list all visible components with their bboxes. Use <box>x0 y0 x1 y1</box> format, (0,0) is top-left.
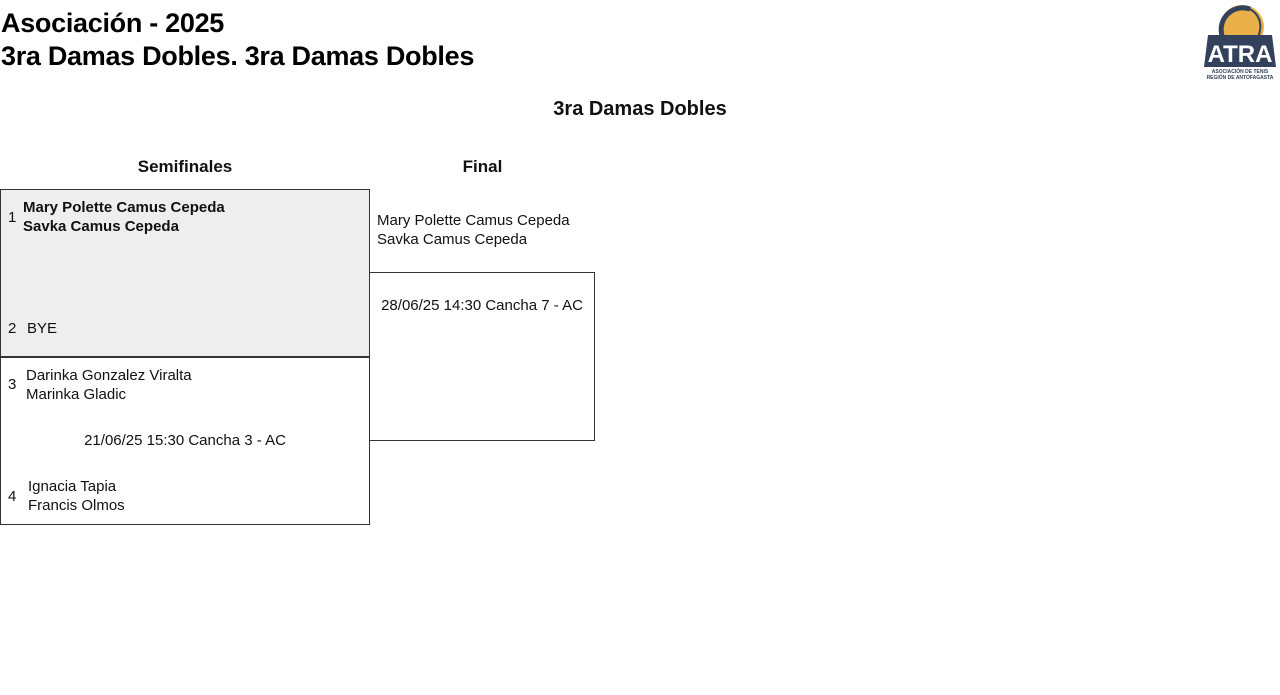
player-name: Ignacia Tapia <box>28 478 117 495</box>
match-schedule: 28/06/25 14:30 Cancha 7 - AC <box>381 297 583 314</box>
team-name: Darinka Gonzalez Viralta Marinka Gladic <box>26 366 192 404</box>
match-final <box>369 272 595 441</box>
atra-logo: ATRA ASOCIACIÓN DE TENIS REGIÓN DE ANTOF… <box>1202 1 1278 81</box>
team-name: BYE <box>27 320 58 337</box>
draw-title: 3ra Damas Dobles <box>553 98 727 120</box>
player-name: Mary Polette Camus Cepeda <box>377 212 570 229</box>
page-subtitle: 3ra Damas Dobles. 3ra Damas Dobles <box>1 41 475 71</box>
seed-number: 3 <box>8 376 17 393</box>
round-header-final: Final <box>462 157 503 176</box>
svg-text:REGIÓN DE ANTOFAGASTA: REGIÓN DE ANTOFAGASTA <box>1207 73 1274 81</box>
player-name: Mary Polette Camus Cepeda <box>23 199 225 216</box>
player-name: Savka Camus Cepeda <box>23 218 179 235</box>
match-schedule: 21/06/25 15:30 Cancha 3 - AC <box>84 432 286 449</box>
final-team-name: Mary Polette Camus Cepeda Savka Camus Ce… <box>377 211 570 249</box>
team-name: Ignacia Tapia Francis Olmos <box>28 477 125 515</box>
seed-number: 4 <box>8 488 17 505</box>
team-name: Mary Polette Camus Cepeda Savka Camus Ce… <box>23 198 225 236</box>
page-title: Asociación - 2025 <box>1 8 225 38</box>
player-name: Darinka Gonzalez Viralta <box>26 367 192 384</box>
seed-number: 1 <box>8 209 17 226</box>
svg-text:ASOCIACIÓN DE TENIS: ASOCIACIÓN DE TENIS <box>1212 67 1269 75</box>
match-semifinal-1 <box>0 189 370 358</box>
round-header-semifinales: Semifinales <box>137 157 233 176</box>
seed-number: 2 <box>8 320 17 337</box>
player-name: Francis Olmos <box>28 497 125 514</box>
player-name: Savka Camus Cepeda <box>377 231 528 248</box>
player-name: Marinka Gladic <box>26 386 127 403</box>
svg-text:ATRA: ATRA <box>1208 41 1273 68</box>
